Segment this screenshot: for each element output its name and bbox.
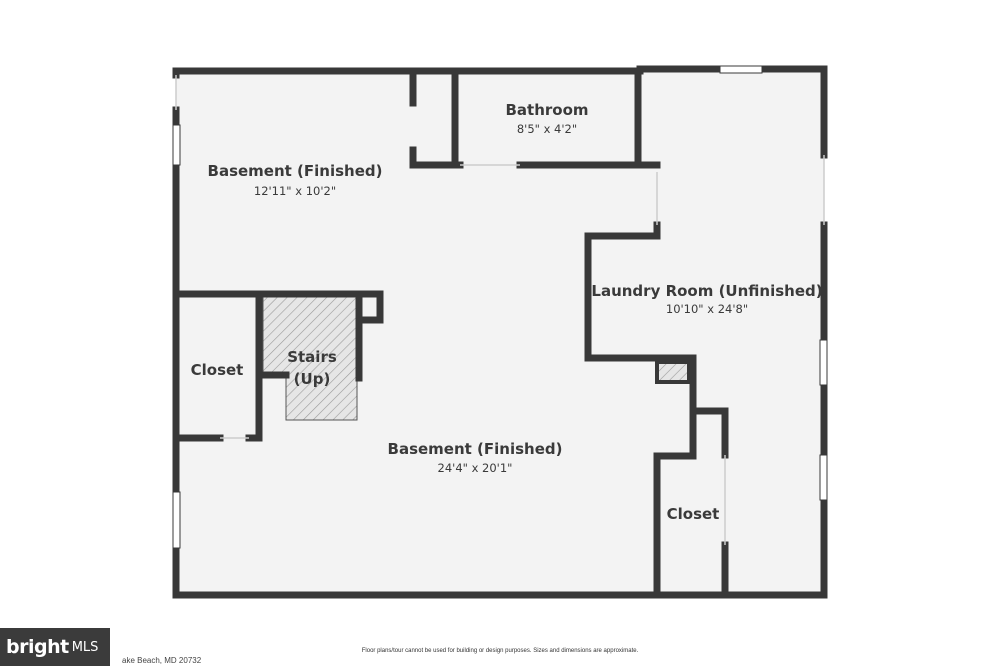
room-dims-laundry: 10'10" x 24'8" <box>666 302 748 316</box>
room-dims-basement-upper: 12'11" x 10'2" <box>254 184 336 198</box>
room-label-basement-upper: Basement (Finished) <box>208 162 383 180</box>
bright-mls-logo: bright MLS <box>0 628 110 666</box>
window-left-upper <box>172 124 181 166</box>
room-label-bathroom: Bathroom <box>505 101 588 119</box>
disclaimer-text: Floor plans/tour cannot be used for buil… <box>361 648 639 654</box>
room-label-closet-left: Closet <box>191 361 244 379</box>
room-label-laundry: Laundry Room (Unfinished) <box>591 282 822 300</box>
window-left-lower <box>172 491 181 549</box>
window-right-2 <box>819 454 828 501</box>
door-openings <box>175 75 825 545</box>
room-dims-basement-main: 24'4" x 20'1" <box>438 461 513 475</box>
window-top <box>719 65 763 74</box>
utility-box <box>655 360 691 384</box>
logo-brand: bright <box>6 636 69 658</box>
walls <box>172 65 828 599</box>
room-label-stairs: Stairs <box>287 348 337 366</box>
room-label-basement-main: Basement (Finished) <box>388 440 563 458</box>
room-dims-bathroom: 8'5" x 4'2" <box>517 122 577 136</box>
windows <box>172 65 828 549</box>
room-label-stairs-direction: (Up) <box>294 370 331 388</box>
room-label-closet-right: Closet <box>667 505 720 523</box>
property-address: ake Beach, MD 20732 <box>122 656 202 665</box>
logo-mls: MLS <box>71 639 99 655</box>
window-right-1 <box>819 339 828 386</box>
